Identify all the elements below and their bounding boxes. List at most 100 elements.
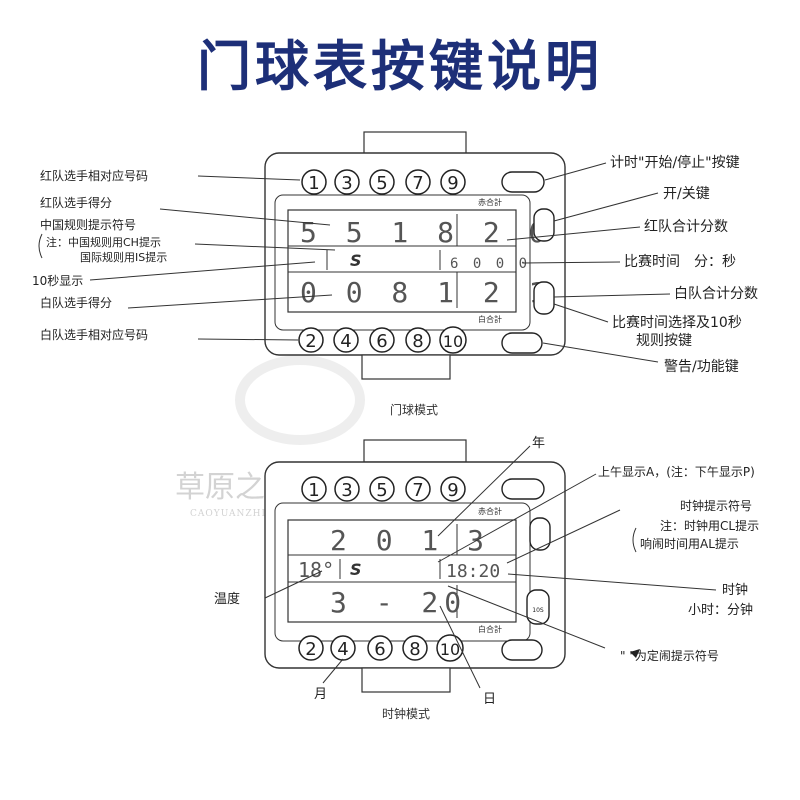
red-button-label: 3 [341,480,352,501]
start-stop-key[interactable] [501,171,545,193]
label-am: 上午显示A，(注：下午显示P) [598,464,755,479]
label-clock: 时钟 [722,582,748,598]
white-button-label: 8 [412,331,423,352]
lcd-match-time: 6 0 0 0 [450,256,530,272]
red-button-label: 3 [341,173,352,194]
label-white-total: 白队合计分数 [674,286,758,302]
red-button-3[interactable]: 3 [334,476,360,502]
red-button-9[interactable]: 9 [440,169,466,195]
game-mode-leader-lines [38,162,671,363]
game-mode-caption: 门球模式 [390,402,438,417]
power-key[interactable] [529,517,551,551]
time-select-key[interactable] [526,589,550,625]
white-button-10[interactable]: 10 [436,634,464,662]
lcd-temperature: 18° [298,558,334,582]
white-button-6[interactable]: 6 [367,635,393,661]
red-total-tag: 赤合計 [478,506,502,516]
power-key[interactable] [533,208,555,242]
label-note-line1: 注：中国规则用CH提示 [46,235,161,249]
alarm-symbol-icon [630,649,640,658]
lcd-time: 18:20 [446,561,500,582]
warning-key[interactable] [501,332,543,354]
white-button-8[interactable]: 8 [405,327,431,353]
label-white-code: 白队选手相对应号码 [40,327,148,342]
label-alarm-symbol: " "为定闹提示符号 [620,648,719,663]
label-hour-minute: 小时：分钟 [688,602,753,618]
white-button-label: 6 [376,331,387,352]
white-total-tag: 白合計 [478,624,502,634]
white-number-buttons: 2 4 6 8 10 [298,326,467,354]
label-cn-rule-symbol: 中国规则提示符号 [40,217,136,232]
lcd-white-scores: 0 0 8 1 2 1 [300,276,551,309]
red-button-label: 9 [447,480,458,501]
brand-logo: S [350,560,362,579]
watermark-swirl [235,355,365,445]
start-stop-key[interactable] [501,478,545,500]
white-button-8[interactable]: 8 [402,635,428,661]
white-button-4[interactable]: 4 [330,635,356,661]
clock-mode-device: S 2 0 1 3 18° 18:20 3 - 20 赤合計 白合計 1 3 5… [264,439,566,721]
time-select-key[interactable] [533,281,555,315]
label-note-line2: 国际规则用IS提示 [80,250,167,264]
label-warning: 警告/功能键 [664,359,739,375]
label-year: 年 [532,436,545,451]
lcd-screen [287,519,517,623]
red-number-buttons: 1 3 5 7 9 [301,476,466,502]
red-button-9[interactable]: 9 [440,476,466,502]
red-button-7[interactable]: 7 [405,476,431,502]
label-clock-symbol: 时钟提示符号 [680,498,752,513]
game-mode-device: S 5 5 1 8 2 0 6 0 0 0 0 0 8 1 2 1 赤合計 白合… [264,131,566,417]
red-button-1[interactable]: 1 [301,169,327,195]
label-note-cl: 注：时钟用CL提示 [660,518,759,533]
clock-mode-caption: 时钟模式 [382,706,430,721]
label-ten-sec: 10秒显示 [32,274,83,288]
white-button-label: 2 [305,331,316,352]
white-button-label: 6 [374,639,385,660]
red-number-buttons: 1 3 5 7 9 [301,169,466,195]
red-button-label: 7 [412,480,423,501]
label-start-stop: 计时"开始/停止"按键 [610,154,740,171]
white-button-label: 10 [443,332,463,351]
white-number-buttons: 2 4 6 8 10 [298,634,464,662]
white-button-10[interactable]: 10 [439,326,467,354]
white-total-tag: 白合計 [478,314,502,324]
white-button-label: 4 [337,639,348,660]
red-button-5[interactable]: 5 [369,476,395,502]
red-button-7[interactable]: 7 [405,169,431,195]
brand-logo: S [350,251,362,270]
label-white-score: 白队选手得分 [40,295,112,310]
bottom-stand [361,667,451,693]
red-button-1[interactable]: 1 [301,476,327,502]
label-day: 日 [483,692,496,707]
top-clip [363,439,467,463]
label-temperature: 温度 [214,591,240,607]
warning-key[interactable] [501,639,543,661]
red-button-label: 1 [308,173,319,194]
red-button-label: 5 [376,480,387,501]
white-button-4[interactable]: 4 [333,327,359,353]
label-time-select-2: 规则按键 [636,333,692,349]
watermark-text-cn: 草原之 [175,470,265,505]
label-time-select-1: 比赛时间选择及10秒 [612,315,742,331]
white-button-2[interactable]: 2 [298,635,324,661]
label-red-code: 红队选手相对应号码 [40,168,148,183]
red-button-5[interactable]: 5 [369,169,395,195]
white-button-label: 8 [409,639,420,660]
lcd-date: 3 - 20 [330,586,467,619]
page-title: 门球表按键说明 [197,34,603,98]
side-key-label: 10S [532,607,544,614]
label-match-time: 比赛时间 分：秒 [624,254,736,270]
red-button-label: 1 [308,480,319,501]
label-month: 月 [314,687,327,702]
red-button-label: 7 [412,173,423,194]
clock-mode-leader-lines [264,445,717,689]
white-button-6[interactable]: 6 [369,327,395,353]
white-button-2[interactable]: 2 [298,327,324,353]
red-button-label: 5 [376,173,387,194]
label-power: 开/关键 [663,186,710,202]
red-button-3[interactable]: 3 [334,169,360,195]
red-button-label: 9 [447,173,458,194]
lcd-red-scores: 5 5 1 8 2 0 [300,216,551,249]
top-clip [363,131,467,155]
